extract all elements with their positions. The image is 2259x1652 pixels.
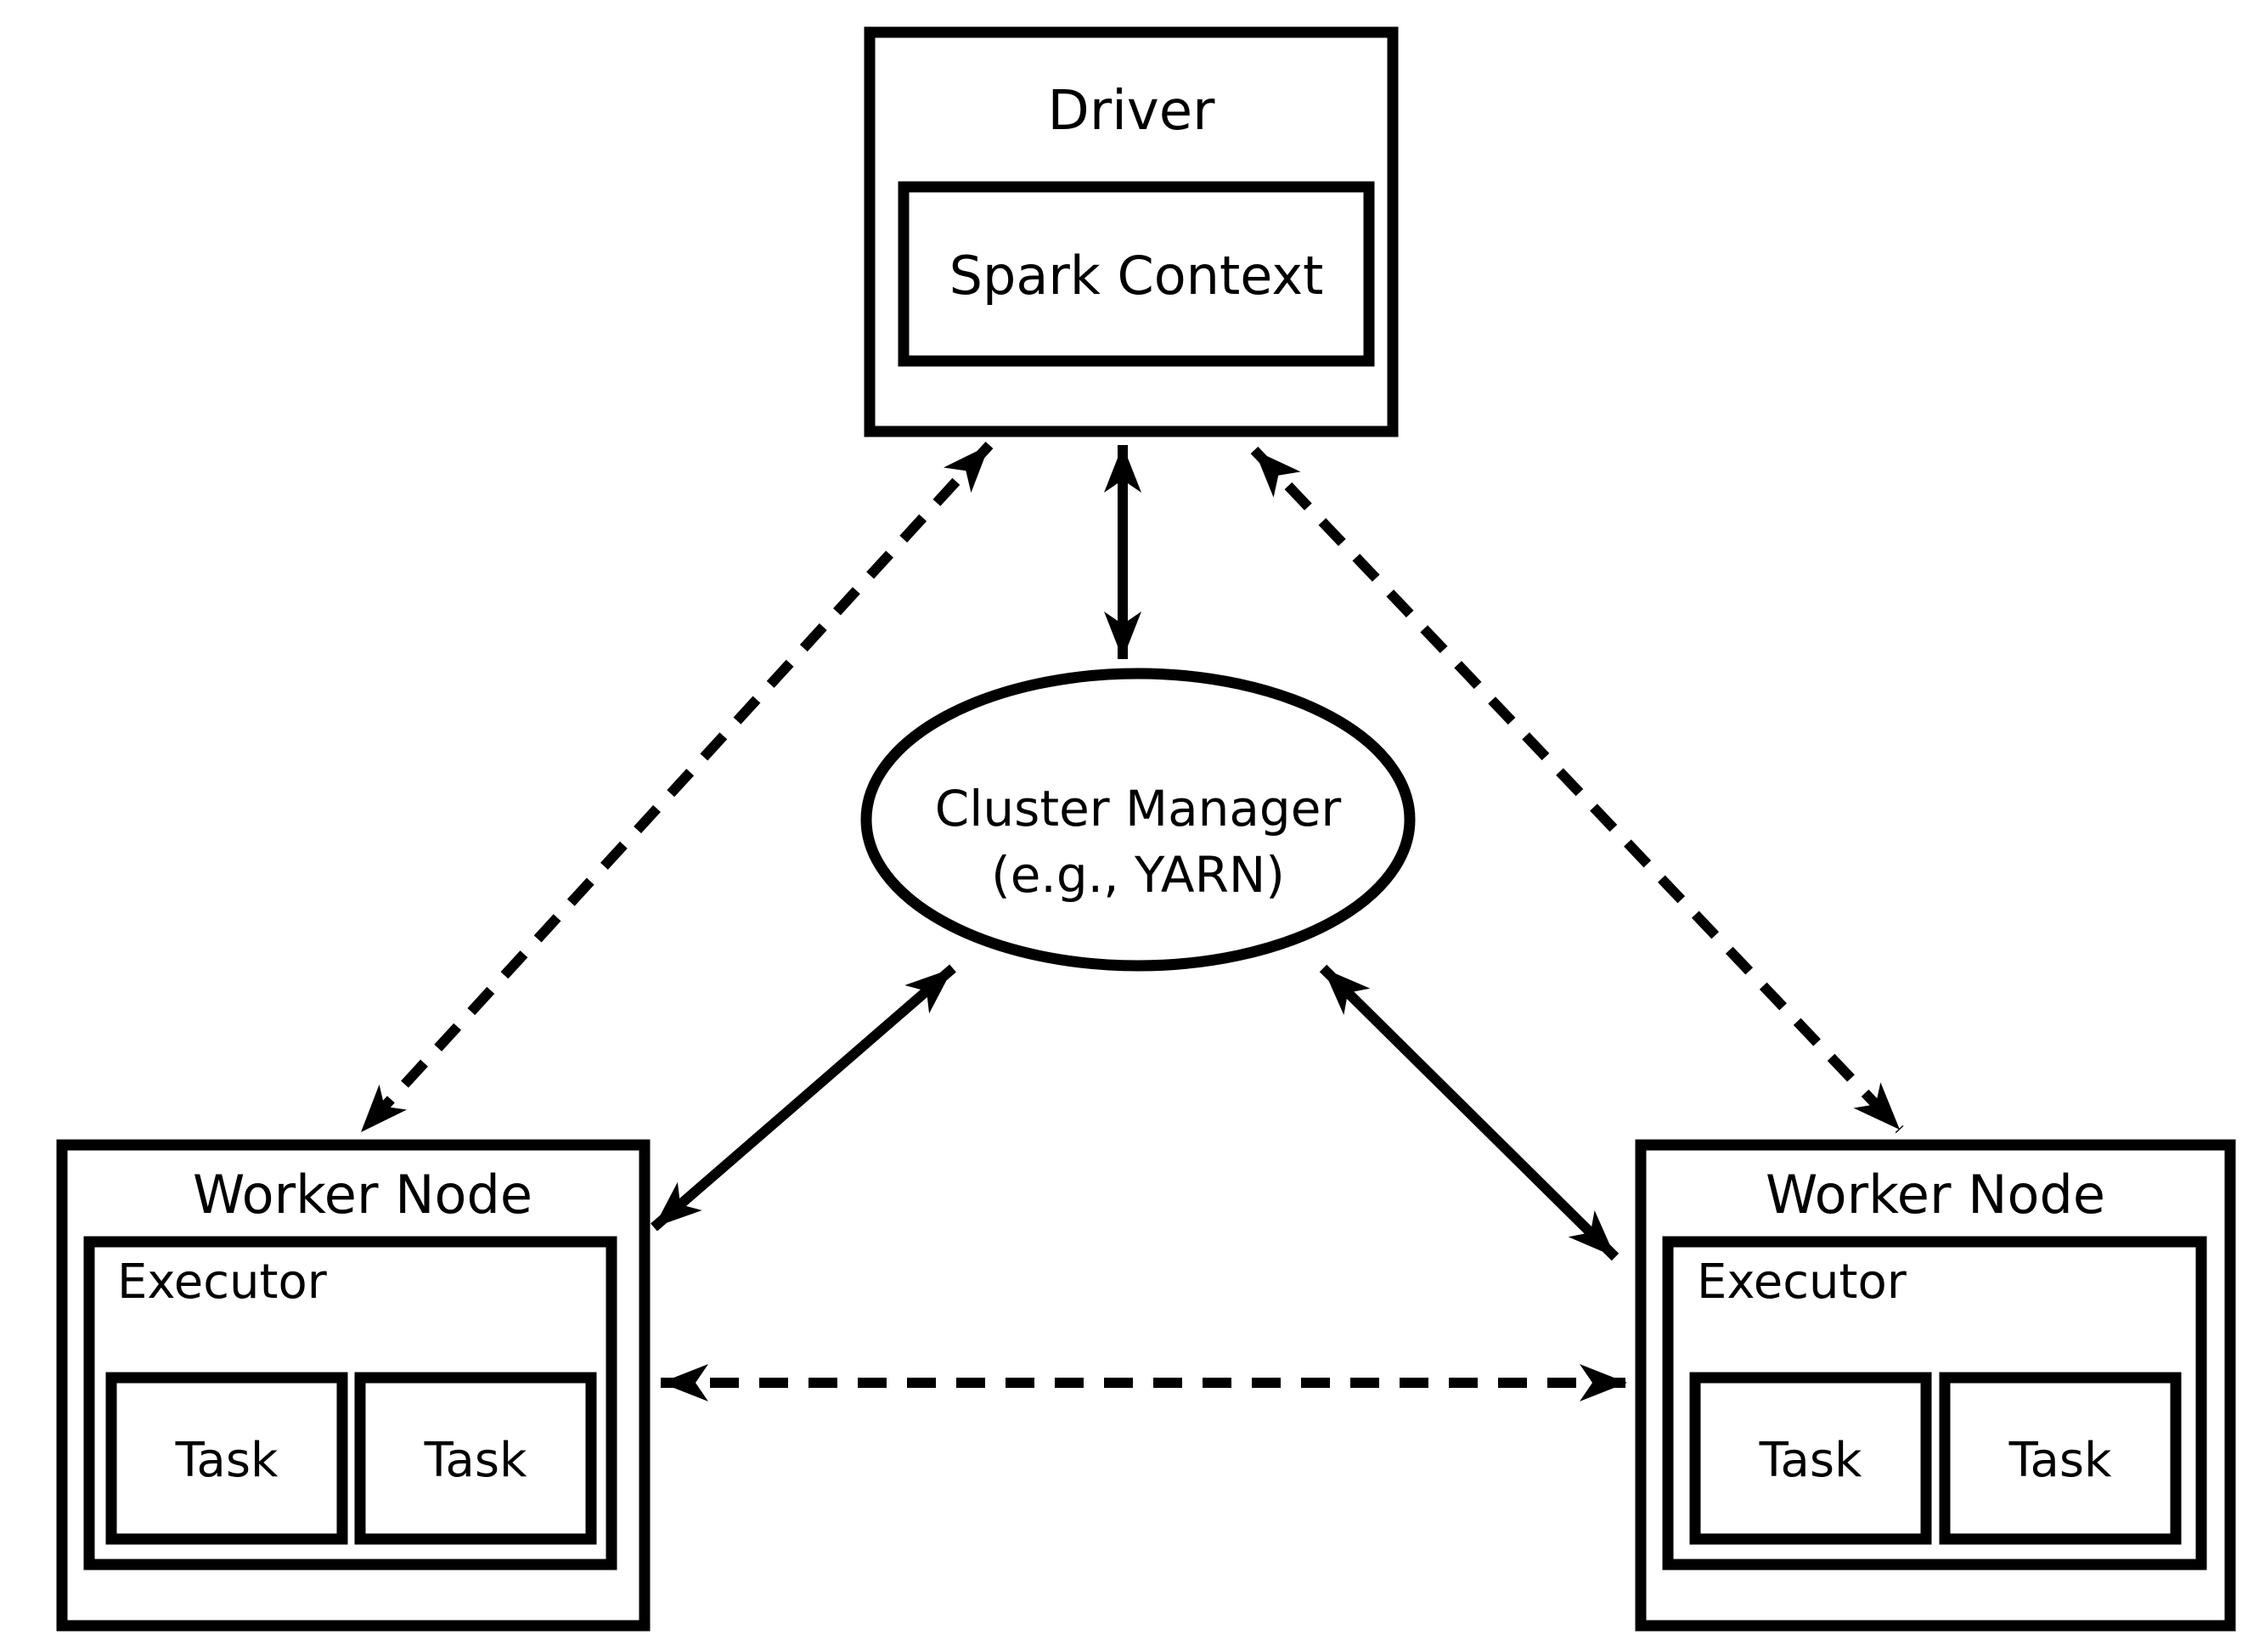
executor-right-label: Executor [1697,1255,1907,1310]
cluster-manager-label-line1: Cluster Manager [935,780,1342,837]
spark-context-box [898,181,1375,367]
driver-title: Driver [1048,80,1216,143]
edge-driver-worker-right [1250,446,1904,1134]
task-left-1-box [105,1372,348,1545]
edge-cluster-manager-worker-right [1319,964,1620,1261]
task-right-1-label: Task [1759,1433,1862,1488]
task-right-1-box [1689,1372,1932,1545]
worker-node-right-title: Worker Node [1766,1164,2105,1226]
edge-cluster-manager-worker-left [651,964,956,1232]
edge-driver-worker-left [357,441,994,1136]
task-left-2-box [354,1372,597,1545]
spark-context-label: Spark Context [949,245,1324,307]
cluster-manager-label-line2: (e.g., YARN) [991,846,1285,904]
cluster-manager-ellipse [860,668,1416,972]
executor-left-label: Executor [117,1255,328,1310]
task-left-2-label: Task [424,1433,527,1488]
task-left-1-label: Task [175,1433,279,1488]
task-right-2-label: Task [2008,1433,2112,1488]
task-right-2-box [1939,1372,2182,1545]
worker-node-left-title: Worker Node [193,1164,532,1226]
